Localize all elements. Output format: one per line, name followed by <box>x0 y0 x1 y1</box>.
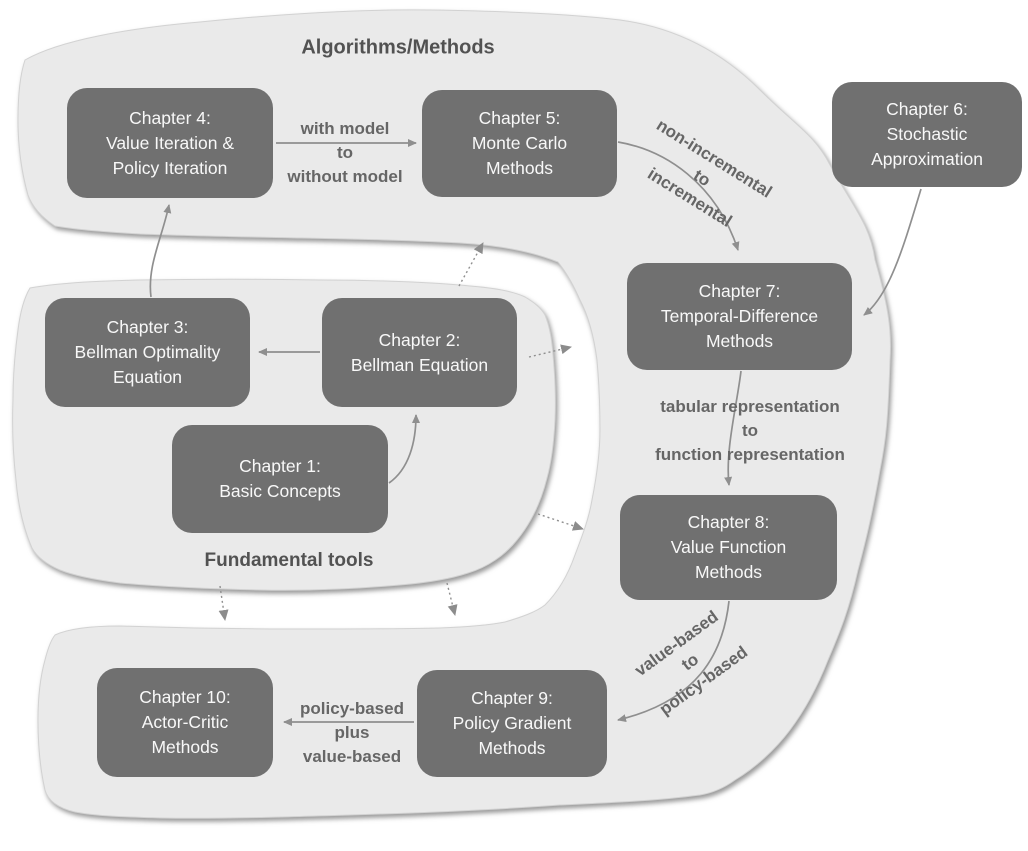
chapter-2-line: Bellman Equation <box>350 354 489 375</box>
fundamental-tools-title: Fundamental tools <box>204 550 374 571</box>
chapter-7-line: Chapter 7: <box>698 281 781 301</box>
chapter-9-line: Chapter 9: <box>471 688 553 708</box>
dotted-arrow-tools-to-top <box>458 242 484 287</box>
edge-label-line: policy-based <box>300 699 404 718</box>
chapter-8-line: Methods <box>694 562 763 582</box>
chapter-4-box: Chapter 4: Value Iteration & Policy Iter… <box>67 88 273 198</box>
chapter-5-line: Monte Carlo <box>471 133 568 153</box>
chapter-6-line: Approximation <box>871 149 983 169</box>
chapter-10-line: Methods <box>151 737 219 757</box>
chapter-4-line: Chapter 4: <box>129 107 211 128</box>
edge-label-line: without model <box>287 167 403 186</box>
chapter-8-box: Chapter 8: Value Function Methods <box>620 495 837 600</box>
chapter-6-box: Chapter 6: Stochastic Approximation <box>832 82 1022 187</box>
chapter-10-line: Chapter 10: <box>139 687 231 707</box>
chapter-3-box: Chapter 3: Bellman Optimality Equation <box>45 298 250 407</box>
chapter-9-line: Policy Gradient <box>452 713 572 733</box>
chapter-8-line: Value Function <box>670 537 787 557</box>
edge-label-line: value-based <box>302 747 402 766</box>
chapter-2-line: Chapter 2: <box>378 329 461 350</box>
chapter-5-box: Chapter 5: Monte Carlo Methods <box>422 90 617 197</box>
chapter-3-line: Bellman Optimality <box>74 342 221 362</box>
edge-label-line: with model <box>300 119 390 138</box>
chapter-6-line: Chapter 6: <box>886 99 968 119</box>
edge-label-tabular-representation: tabular representation to function repre… <box>655 395 845 467</box>
chapter-6-line: Stochastic <box>886 124 968 144</box>
edge-label-with-model: with model to without model <box>287 117 402 189</box>
arrow-ch6-to-ch7 <box>863 188 922 316</box>
dotted-arrow-tools-to-ch7 <box>528 344 572 358</box>
arrow-ch7-to-ch8 <box>724 370 742 486</box>
chapter-9-box: Chapter 9: Policy Gradient Methods <box>417 670 607 777</box>
chapter-1-line: Basic Concepts <box>219 481 341 501</box>
arrow-ch5-to-ch7 <box>617 141 740 251</box>
chapter-3-line: Equation <box>112 367 183 387</box>
chapter-4-line: Policy Iteration <box>112 157 228 178</box>
dotted-arrow-tools-to-bottom-left <box>218 585 229 621</box>
chapter-4-line: Value Iteration & <box>105 132 235 153</box>
edge-label-line: function representation <box>655 445 845 464</box>
arrow-ch3-to-ch4 <box>149 204 172 298</box>
dotted-arrow-tools-to-right-column <box>537 513 584 531</box>
chapter-2-box: Chapter 2: Bellman Equation <box>322 298 517 407</box>
chapter-1-box: Chapter 1: Basic Concepts <box>172 425 388 533</box>
edge-label-line: to <box>336 143 354 162</box>
chapter-5-line: Methods <box>485 158 554 178</box>
edge-label-policy-plus-value: policy-based plus value-based <box>300 697 404 769</box>
chapter-8-line: Chapter 8: <box>687 512 770 532</box>
chapter-7-line: Temporal-Difference <box>660 306 819 326</box>
chapter-3-line: Chapter 3: <box>106 317 189 337</box>
chapter-7-box: Chapter 7: Temporal-Difference Methods <box>627 263 852 370</box>
edge-label-line: plus <box>334 723 370 742</box>
algorithms-methods-title: Algorithms/Methods <box>301 36 495 59</box>
chapter-10-line: Actor-Critic <box>141 712 229 732</box>
chapter-5-line: Chapter 5: <box>478 108 561 128</box>
chapter-7-line: Methods <box>705 331 774 351</box>
arrow-ch1-to-ch2 <box>388 414 420 484</box>
dotted-arrow-tools-to-bottom-mid <box>446 582 458 616</box>
edge-label-line: to <box>741 421 759 440</box>
arrow-ch8-to-ch9 <box>617 600 730 723</box>
chapter-10-box: Chapter 10: Actor-Critic Methods <box>97 668 273 777</box>
edge-label-line: tabular representation <box>660 397 840 416</box>
chapter-1-line: Chapter 1: <box>239 456 321 476</box>
chapter-9-line: Methods <box>478 738 546 758</box>
